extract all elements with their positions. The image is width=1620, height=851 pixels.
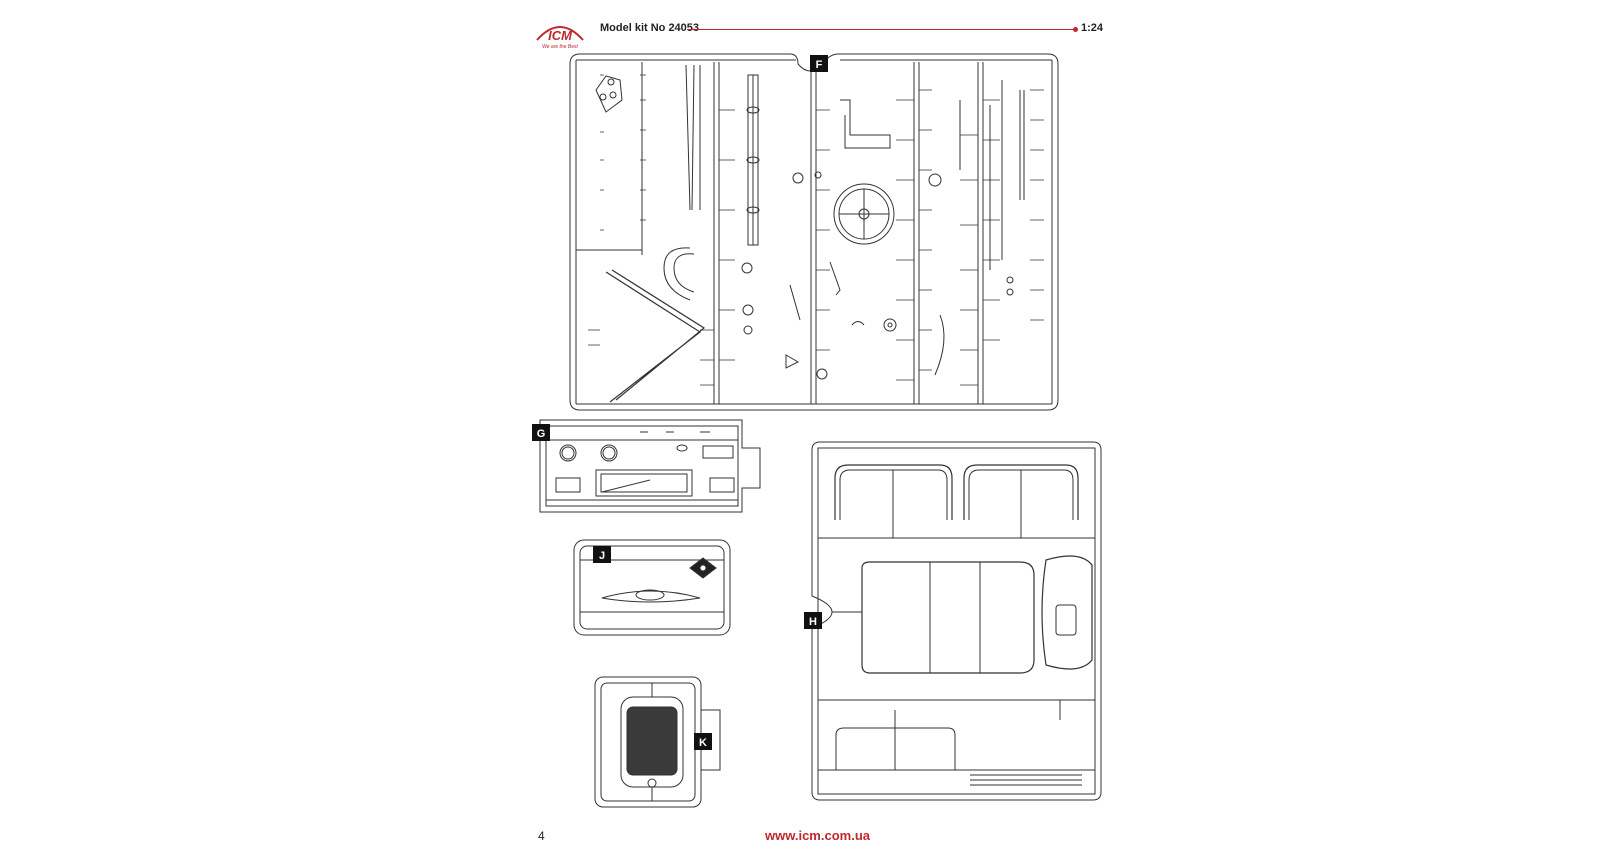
brand-tagline: We are the Best: [542, 44, 578, 50]
sprue-label-g: G: [537, 428, 546, 440]
sprue-label-k: K: [699, 737, 707, 749]
sprue-label-h: H: [809, 616, 817, 628]
scale-label: 1:24: [1081, 22, 1104, 34]
icm-logo: ICM We are the Best: [536, 26, 584, 50]
sprue-j: [573, 539, 731, 636]
sprue-h: [811, 441, 1102, 801]
sprue-labels: F G J H K: [532, 55, 828, 750]
sprue-g: [539, 419, 761, 513]
website-link[interactable]: www.icm.com.ua: [765, 828, 870, 843]
sprue-f: [569, 53, 1059, 411]
model-kit-title: Model kit No 24053: [600, 22, 700, 34]
page-number: 4: [538, 829, 545, 843]
header-rule: [688, 27, 1078, 32]
sprue-label-f: F: [816, 59, 823, 71]
sprue-label-j: J: [599, 550, 605, 562]
brand-name: ICM: [548, 28, 573, 43]
